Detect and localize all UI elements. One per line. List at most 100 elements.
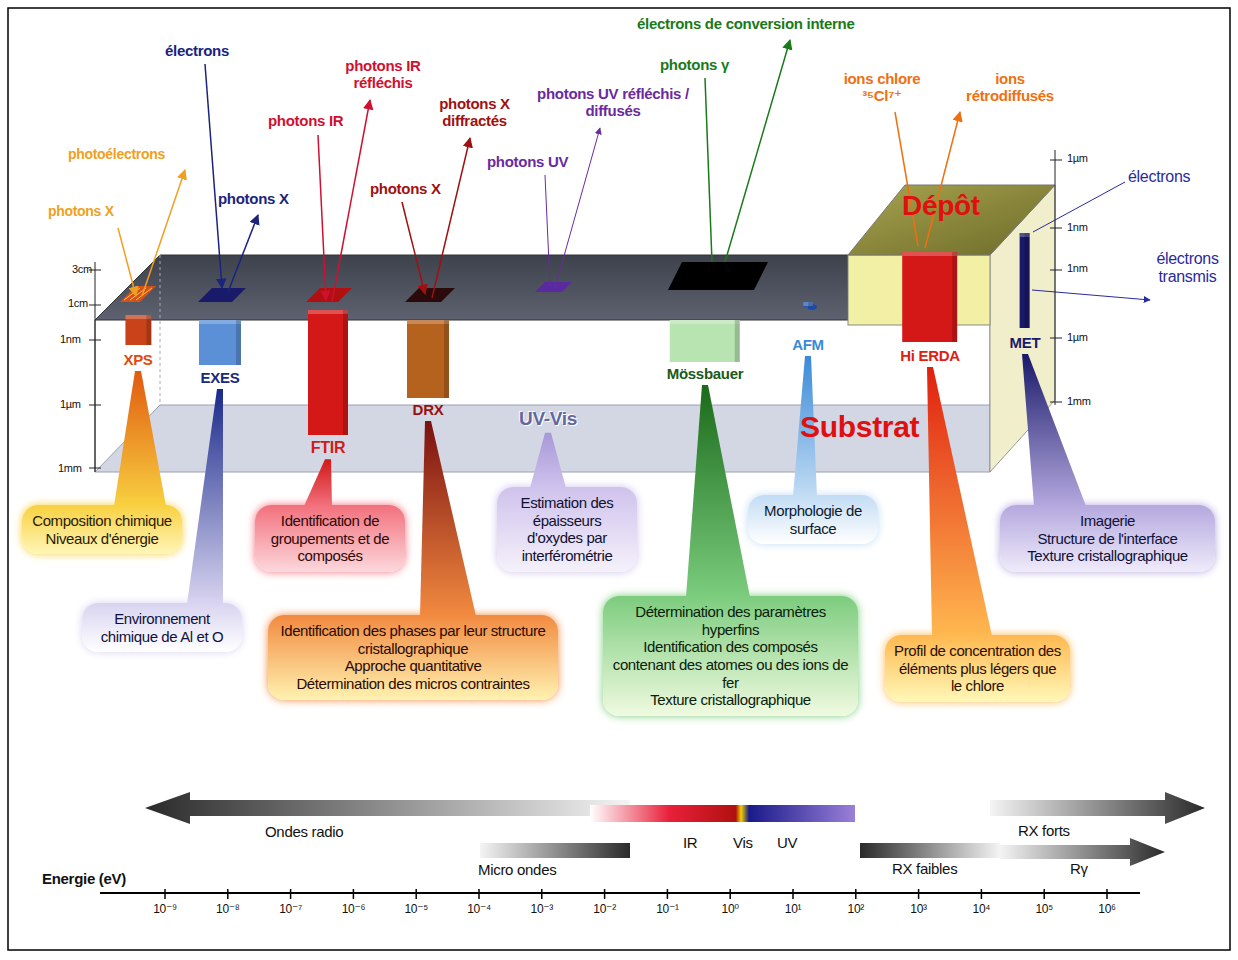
energy-spectrum — [100, 792, 1205, 899]
depth-scales — [1050, 270, 1062, 271]
beam-label: photons X — [370, 180, 441, 197]
energy-spectrum — [165, 889, 1107, 899]
beam-label: photoélectrons — [68, 146, 165, 162]
probe-footprints — [198, 288, 246, 302]
probe-footprints — [306, 288, 352, 302]
energy-spectrum — [918, 889, 920, 899]
sample-block — [160, 255, 161, 405]
technique-name: EXES — [201, 369, 240, 387]
tick-label: 10⁵ — [1035, 903, 1052, 917]
technique-name: AFM — [792, 336, 824, 354]
energy-spectrum — [990, 792, 1205, 824]
beam-label: photons X — [48, 203, 114, 219]
beam-lines — [402, 202, 425, 294]
energy-spectrum — [604, 889, 606, 899]
layer-label: Substrat — [800, 410, 919, 445]
tick-label: 10⁻⁴ — [467, 903, 491, 917]
energy-spectrum — [1043, 889, 1045, 899]
scale-label: 1cm — [68, 297, 88, 310]
depth-scales — [95, 262, 96, 472]
technique-block — [803, 302, 813, 308]
beam-label: ions rétrodiffusés — [955, 70, 1065, 105]
callout-bubble: Profil de concentration des éléments plu… — [885, 635, 1070, 702]
callout-text: Identification de groupements et de comp… — [264, 512, 396, 565]
energy-spectrum — [860, 843, 1000, 858]
tick-label: 10⁻⁹ — [153, 903, 177, 917]
depth-scales — [1050, 402, 1062, 403]
beam-lines — [142, 170, 185, 296]
beam-label: électrons — [165, 42, 229, 59]
beam-label: électrons transmis — [1145, 250, 1230, 287]
spectrum-label: RX forts — [1018, 822, 1070, 839]
depth-scales — [1055, 150, 1056, 405]
sample-block — [95, 185, 1055, 472]
spectrum-label: Micro ondes — [478, 861, 556, 878]
scale-label: 1nm — [1067, 262, 1088, 275]
beam-lines — [118, 40, 1150, 302]
callout-text: Niveaux d'énergie — [31, 530, 173, 548]
callout-text: Morphologie de surface — [757, 502, 869, 537]
beam-lines — [725, 40, 790, 262]
beam-lines — [205, 64, 222, 288]
energy-spectrum — [541, 889, 543, 899]
callout-bubble: ImagerieStructure de l'interfaceTexture … — [1000, 505, 1215, 572]
callout-pointer — [1022, 354, 1086, 506]
technique-box: UV-Vis — [519, 408, 577, 431]
technique-box: XPS — [123, 315, 152, 369]
technique-box: Hi ERDA — [900, 252, 960, 365]
beam-lines — [1032, 290, 1150, 300]
beam-label: électrons — [1128, 168, 1190, 186]
probe-footprints — [120, 286, 156, 302]
technique-box: Mössbauer — [667, 320, 744, 383]
tick-label: 10² — [848, 903, 864, 917]
beam-lines — [895, 112, 918, 246]
callout-pointer — [530, 433, 566, 488]
depth-scales — [89, 340, 101, 341]
layer-label: Dépôt — [902, 190, 980, 222]
technique-box: DRX — [407, 320, 449, 419]
tick-label: 10⁻¹ — [656, 903, 678, 917]
callout-pointer — [114, 371, 166, 506]
sample-block — [95, 255, 848, 320]
callout-pointer — [304, 459, 332, 506]
callout-text: Détermination des paramètres hyperfins — [612, 603, 849, 638]
technique-name: Hi ERDA — [900, 347, 960, 365]
callout-text: Texture cristallographique — [612, 691, 849, 709]
beam-label: ions chlore ³⁵Cl⁷⁺ — [832, 70, 932, 105]
beam-lines — [555, 128, 600, 288]
tick-label: 10⁻⁷ — [279, 903, 302, 917]
probe-footprints — [535, 282, 572, 292]
technique-box: AFM — [792, 302, 824, 354]
spectrum-label: IR — [683, 834, 697, 851]
beam-label: photons X diffractés — [427, 95, 522, 130]
technique-name: UV-Vis — [519, 408, 577, 431]
spectrum-label: Ondes radio — [265, 823, 343, 840]
callout-text: Structure de l'interface — [1009, 530, 1206, 548]
callout-bubble: Identification des phases par leur struc… — [268, 615, 558, 700]
energy-spectrum — [729, 889, 731, 899]
beam-lines — [228, 215, 258, 292]
beam-lines — [432, 138, 470, 298]
callout-text: Imagerie — [1009, 512, 1206, 530]
beam-lines — [318, 135, 326, 300]
energy-spectrum — [290, 889, 292, 899]
energy-spectrum — [353, 889, 355, 899]
scale-label: 1nm — [60, 333, 81, 346]
technique-block — [1020, 233, 1030, 328]
technique-block — [902, 252, 957, 342]
callout-text: Profil de concentration des éléments plu… — [894, 642, 1061, 695]
energy-spectrum — [855, 889, 857, 899]
technique-block — [199, 320, 241, 365]
technique-block — [308, 310, 348, 435]
beam-label: photons X — [218, 190, 289, 207]
tick-label: 10⁻³ — [531, 903, 553, 917]
technique-box: EXES — [199, 320, 241, 387]
technique-block — [407, 320, 449, 398]
energy-spectrum — [227, 889, 229, 899]
technique-name: XPS — [123, 351, 152, 369]
tick-label: 10⁻⁸ — [216, 903, 240, 917]
callout-text: Identification des phases par leur struc… — [277, 622, 549, 657]
beam-label: photons γ — [660, 56, 729, 73]
beam-lines — [332, 100, 370, 302]
